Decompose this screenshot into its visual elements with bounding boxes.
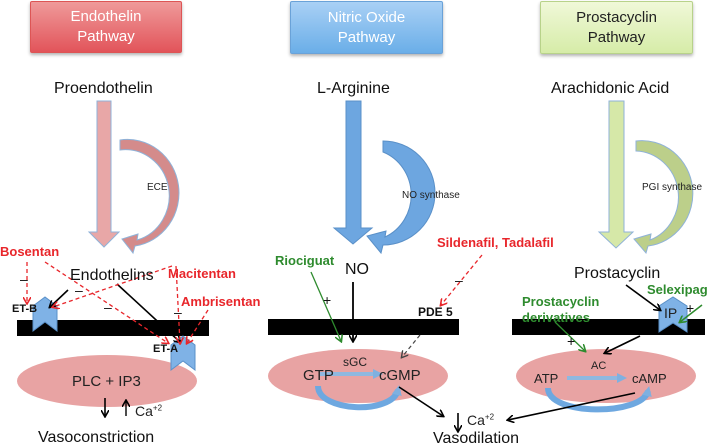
selexipag-label: Selexipag (647, 282, 708, 297)
endothelin-cell (17, 355, 197, 407)
selexipag-stimulate-sign: + (686, 300, 695, 316)
macitentan-label: Macitentan (168, 266, 236, 281)
ip-to-ac-arrow (605, 335, 641, 353)
riociguat-label: Riociguat (275, 253, 335, 268)
no-header-text: Nitric Oxide Pathway (327, 8, 406, 46)
endothelin-pathway-header: Endothelin Pathway (30, 1, 182, 53)
pde5-label: PDE 5 (418, 305, 453, 319)
macitentan-eta-inhibit-sign: – (174, 304, 182, 320)
no-pathway-header: Nitric Oxide Pathway (290, 1, 443, 54)
macitentan-inhibit-sign: – (75, 282, 83, 298)
calcium-text: Ca (135, 403, 153, 419)
prostacyclin-label: Prostacyclin (574, 265, 661, 282)
camp-to-vasodilation-arrow (508, 392, 636, 420)
et-b-label: ET-B (12, 303, 38, 315)
et-a-label: ET-A (153, 343, 179, 355)
ip-label: IP (664, 305, 678, 321)
proendothelin-label: Proendothelin (54, 80, 153, 97)
sildenafil-to-pde5-arrow (441, 254, 483, 305)
endothelin-ece-curved-arrow (119, 138, 180, 255)
prostacyclin-membrane (512, 319, 705, 335)
vasodilation-calcium-label: Ca+2 (467, 413, 494, 427)
no-synthase-curved-arrow (366, 140, 436, 255)
prostacyclin-pathway-header: Prostacyclin Pathway (540, 1, 693, 54)
derivatives-stimulate-sign: + (567, 333, 576, 349)
endothelin-header-text: Endothelin Pathway (70, 8, 142, 45)
prostacyclin-main-arrow (597, 100, 635, 249)
calcium-charge: +2 (152, 403, 163, 413)
prostacyclin-to-ip-arrow (625, 284, 660, 310)
endothelin-calcium-label: Ca+2 (135, 404, 162, 418)
pgi-synthase-curved-arrow (633, 140, 694, 255)
cgmp-label: cGMP (379, 367, 421, 384)
atp-camp-curved-arrow (545, 386, 652, 413)
l-arginine-label: L-Arginine (317, 80, 390, 97)
atp-label: ATP (534, 371, 559, 386)
calcium-charge: +2 (484, 412, 495, 422)
derivatives-to-ac-arrow (554, 321, 585, 351)
vasodilation-label: Vasodilation (433, 430, 519, 447)
bosentan-eta-inhibit-sign: – (104, 299, 112, 315)
bosentan-inhibit-sign: – (20, 271, 28, 287)
arachidonic-acid-label: Arachidonic Acid (551, 80, 670, 97)
sildenafil-tadalafil-label: Sildenafil, Tadalafil (437, 235, 554, 250)
endothelins-to-eta-arrow (116, 283, 180, 342)
macitentan-to-eta-arrow (175, 265, 180, 343)
no-synthase-label: NO synthase (402, 190, 460, 201)
ac-label: AC (591, 360, 607, 372)
pde5-to-cgmp-arrow (402, 334, 421, 357)
bosentan-label: Bosentan (0, 244, 60, 259)
gtp-label: GTP (303, 367, 334, 384)
pgi-synthase-label: PGI synthase (642, 182, 703, 193)
riociguat-stimulate-sign: + (323, 292, 332, 308)
bosentan-to-eta-arrow (44, 261, 168, 343)
no-main-arrow (332, 100, 374, 245)
sgc-label: sGC (343, 355, 367, 369)
no-label: NO (345, 261, 369, 278)
no-membrane (268, 319, 459, 335)
ece-label: ECE (147, 182, 168, 193)
endothelins-label: Endothelins (70, 267, 154, 284)
sildenafil-inhibit-sign: – (455, 272, 463, 288)
ambrisentan-label: Ambrisentan (181, 294, 261, 309)
plc-ip3-label: PLC + IP3 (72, 373, 141, 390)
endothelin-main-arrow (87, 100, 121, 248)
camp-label: cAMP (632, 371, 667, 386)
vasoconstriction-label: Vasoconstriction (38, 429, 155, 446)
selexipag-to-ip-arrow (680, 304, 703, 322)
gtp-cgmp-curved-arrow (315, 385, 402, 411)
riociguat-to-sgc-arrow (310, 271, 341, 341)
cgmp-to-vasodilation-arrow (398, 386, 443, 416)
prostacyclin-header-text: Prostacyclin Pathway (576, 8, 657, 46)
prostacyclin-derivatives-label: Prostacyclin derivatives (522, 294, 600, 325)
calcium-text: Ca (467, 412, 485, 428)
